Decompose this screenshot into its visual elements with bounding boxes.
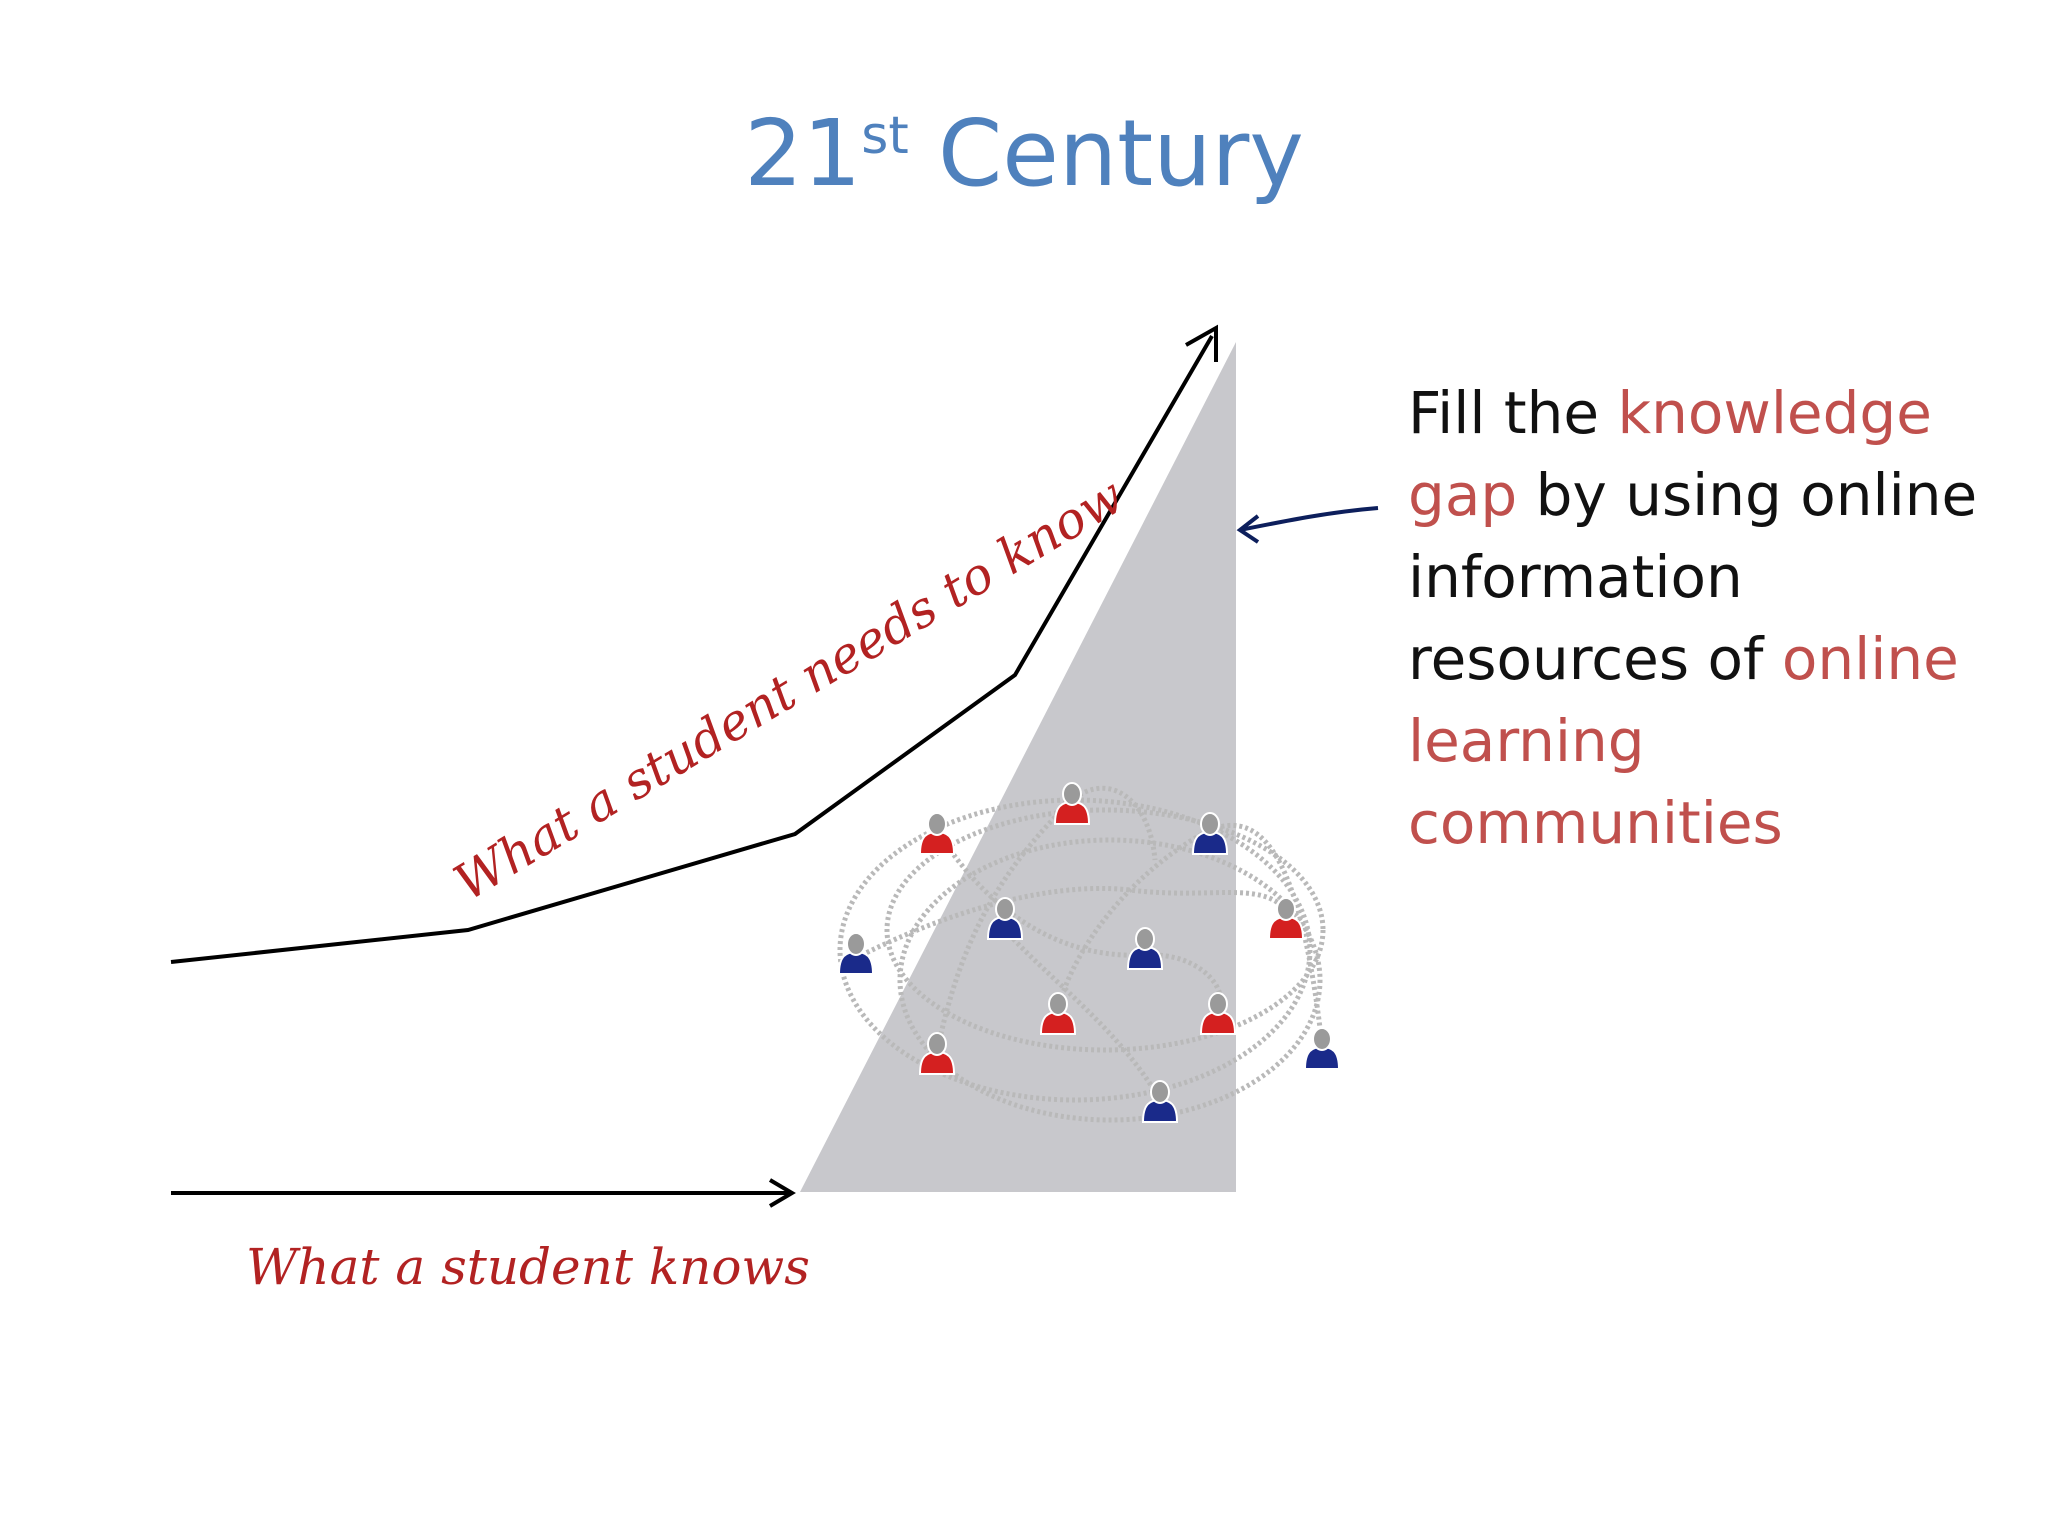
person-icon: [1141, 1080, 1179, 1123]
person-icon: [1199, 992, 1237, 1035]
slide-title: 21st Century: [0, 100, 2048, 207]
caption-highlight-communities: online learning communities: [1408, 625, 1959, 857]
knows-label: What a student knows: [246, 1238, 810, 1296]
caption-part-3: by using online information resources of: [1408, 461, 1978, 693]
network-link: [837, 797, 1313, 1103]
needs-to-know-curve: [170, 334, 1214, 964]
gap-pointer-arrowhead: [1236, 514, 1260, 544]
network-link: [854, 885, 1288, 961]
person-icon: [1039, 992, 1077, 1035]
caption-text: Fill the knowledge gap by using online i…: [1408, 372, 2028, 864]
person-icon: [918, 812, 956, 855]
person-icon: [918, 1032, 956, 1075]
title-superscript: st: [861, 106, 909, 166]
network-link: [934, 828, 1224, 1012]
person-icon: [1267, 897, 1305, 940]
knows-arrowhead: [768, 1178, 796, 1208]
gap-pointer-arrow: [1239, 506, 1379, 532]
person-icon: [1191, 812, 1229, 855]
person-icon: [837, 932, 875, 975]
network-link: [897, 837, 1323, 1123]
knowledge-gap-triangle: [800, 342, 1236, 1192]
person-icon: [1053, 782, 1091, 825]
caption-part-1: Fill the: [1408, 379, 1618, 447]
network-link: [884, 807, 1326, 1053]
people-layer: [837, 782, 1341, 1123]
person-icon: [986, 897, 1024, 940]
needs-to-know-arrowhead: [1185, 324, 1218, 362]
title-rest: Century: [908, 100, 1304, 207]
person-icon: [1303, 1027, 1341, 1070]
network-link: [1003, 928, 1163, 1102]
title-number: 21: [744, 100, 862, 207]
person-icon: [1126, 927, 1164, 970]
caption-highlight-knowledge-gap: knowledge gap: [1408, 379, 1932, 529]
